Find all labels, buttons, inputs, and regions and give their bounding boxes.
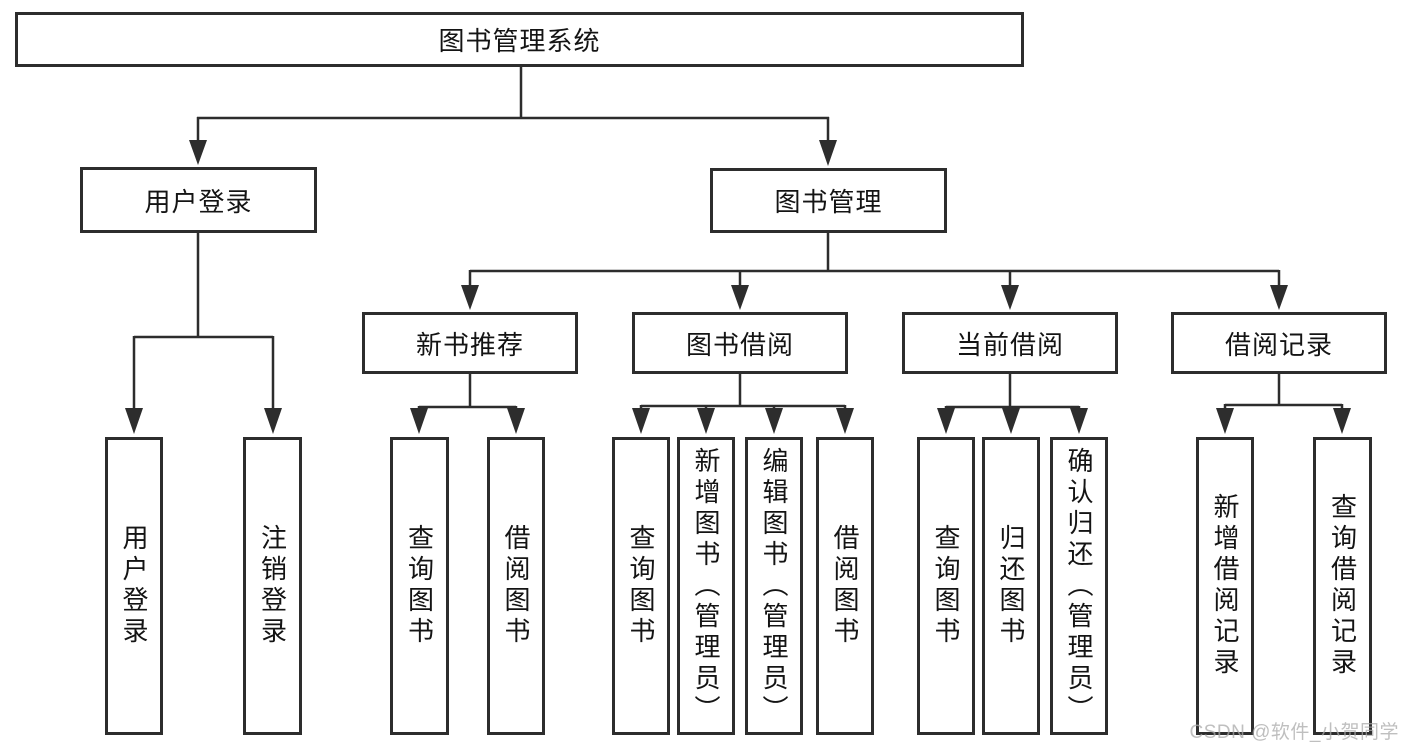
arrow-current-borrow bbox=[1001, 285, 1019, 310]
leaf-borrow-book-2-label: 借阅图书 bbox=[830, 524, 860, 648]
arrow-query1 bbox=[410, 408, 428, 434]
leaf-edit-book-label: 编辑图书（管理员） bbox=[759, 446, 789, 726]
arrow-add-book bbox=[697, 408, 715, 434]
arrow-query-record bbox=[1333, 408, 1351, 434]
arrow-add-record bbox=[1216, 408, 1234, 434]
node-root: 图书管理系统 bbox=[15, 12, 1024, 67]
node-user-login: 用户登录 bbox=[80, 167, 317, 233]
leaf-add-book: 新增图书（管理员） bbox=[677, 437, 735, 735]
arrow-user-login bbox=[189, 140, 207, 165]
arrow-leaf-logout bbox=[264, 408, 282, 434]
arrow-book-borrow bbox=[731, 285, 749, 310]
leaf-query-book-3-label: 查询图书 bbox=[931, 524, 961, 648]
node-current-borrow: 当前借阅 bbox=[902, 312, 1118, 374]
leaf-borrow-book-2: 借阅图书 bbox=[816, 437, 874, 735]
leaf-borrow-book-1-label: 借阅图书 bbox=[501, 524, 531, 648]
leaf-query-book-2: 查询图书 bbox=[612, 437, 670, 735]
leaf-query-book-1-label: 查询图书 bbox=[404, 524, 435, 648]
node-new-book-recommend-label: 新书推荐 bbox=[415, 329, 524, 360]
leaf-logout: 注销登录 bbox=[243, 437, 302, 735]
arrow-query2 bbox=[632, 408, 650, 434]
leaf-query-book-3: 查询图书 bbox=[917, 437, 975, 735]
leaf-confirm-return-label: 确认归还（管理员） bbox=[1064, 446, 1094, 726]
leaf-query-borrow-record: 查询借阅记录 bbox=[1313, 437, 1372, 735]
node-borrow-records: 借阅记录 bbox=[1171, 312, 1387, 374]
leaf-return-book: 归还图书 bbox=[982, 437, 1040, 735]
arrow-borrow2 bbox=[836, 408, 854, 434]
leaf-user-login-label: 用户登录 bbox=[119, 524, 149, 648]
arrowheads bbox=[125, 140, 1351, 434]
arrow-leaf-user-login bbox=[125, 408, 143, 434]
arrow-borrow1 bbox=[507, 408, 525, 434]
leaf-edit-book: 编辑图书（管理员） bbox=[745, 437, 803, 735]
leaf-query-book-2-label: 查询图书 bbox=[626, 524, 656, 648]
arrow-return-book bbox=[1002, 408, 1020, 434]
arrow-query3 bbox=[937, 408, 955, 434]
node-book-management-label: 图书管理 bbox=[774, 187, 883, 217]
node-book-management: 图书管理 bbox=[710, 168, 947, 233]
leaf-add-book-label: 新增图书（管理员） bbox=[691, 446, 721, 726]
arrow-book-management bbox=[819, 140, 837, 166]
leaf-user-login: 用户登录 bbox=[105, 437, 163, 735]
node-root-label: 图书管理系统 bbox=[438, 26, 601, 56]
leaf-add-borrow-record: 新增借阅记录 bbox=[1196, 437, 1254, 735]
node-user-login-label: 用户登录 bbox=[144, 186, 253, 217]
leaf-confirm-return: 确认归还（管理员） bbox=[1050, 437, 1108, 735]
arrow-borrow-records bbox=[1270, 285, 1288, 310]
arrow-new-book bbox=[461, 285, 479, 310]
node-borrow-records-label: 借阅记录 bbox=[1224, 329, 1333, 360]
leaf-return-book-label: 归还图书 bbox=[996, 524, 1026, 648]
arrow-edit-book bbox=[765, 408, 783, 434]
csdn-watermark: CSDN @软件_小贺同学 bbox=[1189, 722, 1399, 743]
node-book-borrow-label: 图书借阅 bbox=[685, 329, 794, 360]
leaf-query-borrow-record-label: 查询借阅记录 bbox=[1327, 493, 1358, 679]
leaf-add-borrow-record-label: 新增借阅记录 bbox=[1210, 493, 1240, 679]
leaf-logout-label: 注销登录 bbox=[257, 524, 288, 648]
node-current-borrow-label: 当前借阅 bbox=[955, 329, 1064, 360]
arrow-confirm-return bbox=[1070, 408, 1088, 434]
leaf-query-book-1: 查询图书 bbox=[390, 437, 449, 735]
node-book-borrow: 图书借阅 bbox=[632, 312, 848, 374]
leaf-borrow-book-1: 借阅图书 bbox=[487, 437, 545, 735]
node-new-book-recommend: 新书推荐 bbox=[362, 312, 578, 374]
